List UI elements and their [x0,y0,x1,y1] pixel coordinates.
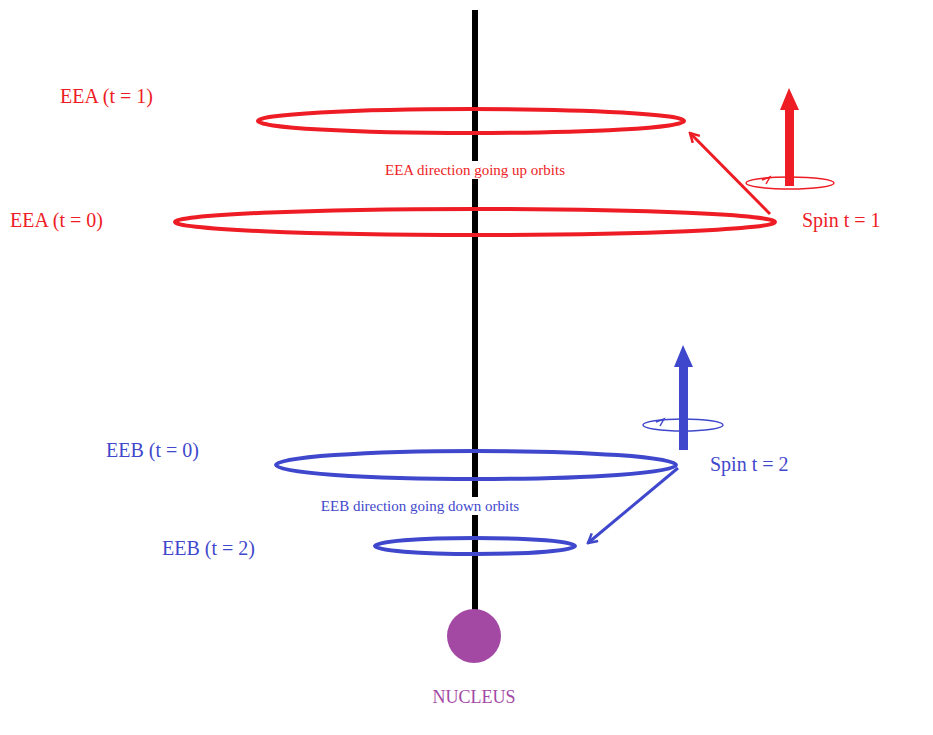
spin-ellipse [762,177,770,184]
spin-arrow [780,88,799,110]
orbit-label: EEA (t = 1) [58,84,155,108]
direction-label: EEA direction going up orbits [383,161,567,179]
spin-arrow [679,365,688,450]
direction-label: EEB direction going down orbits [319,497,521,515]
spin-ellipse [656,419,664,426]
spin-arrow [674,345,693,367]
orbit-label: EEA (t = 0) [8,208,105,232]
orbit-ellipse [258,109,684,133]
spin-ellipse [643,419,723,431]
spin-arrow [785,108,794,186]
orbit-label: EEB (t = 2) [160,536,257,560]
direction-arrow [690,133,770,214]
nucleus-label: NUCLEUS [430,687,517,709]
spin-ellipse [746,177,834,189]
orbit-ellipse [276,451,676,479]
spin-label: Spin t = 1 [800,208,883,232]
spin-label: Spin t = 2 [708,452,791,476]
nucleus-circle [447,609,501,663]
orbit-label: EEB (t = 0) [104,438,201,462]
direction-arrow [588,468,678,543]
orbit-ellipse [375,538,575,554]
orbit-ellipse [175,209,775,235]
